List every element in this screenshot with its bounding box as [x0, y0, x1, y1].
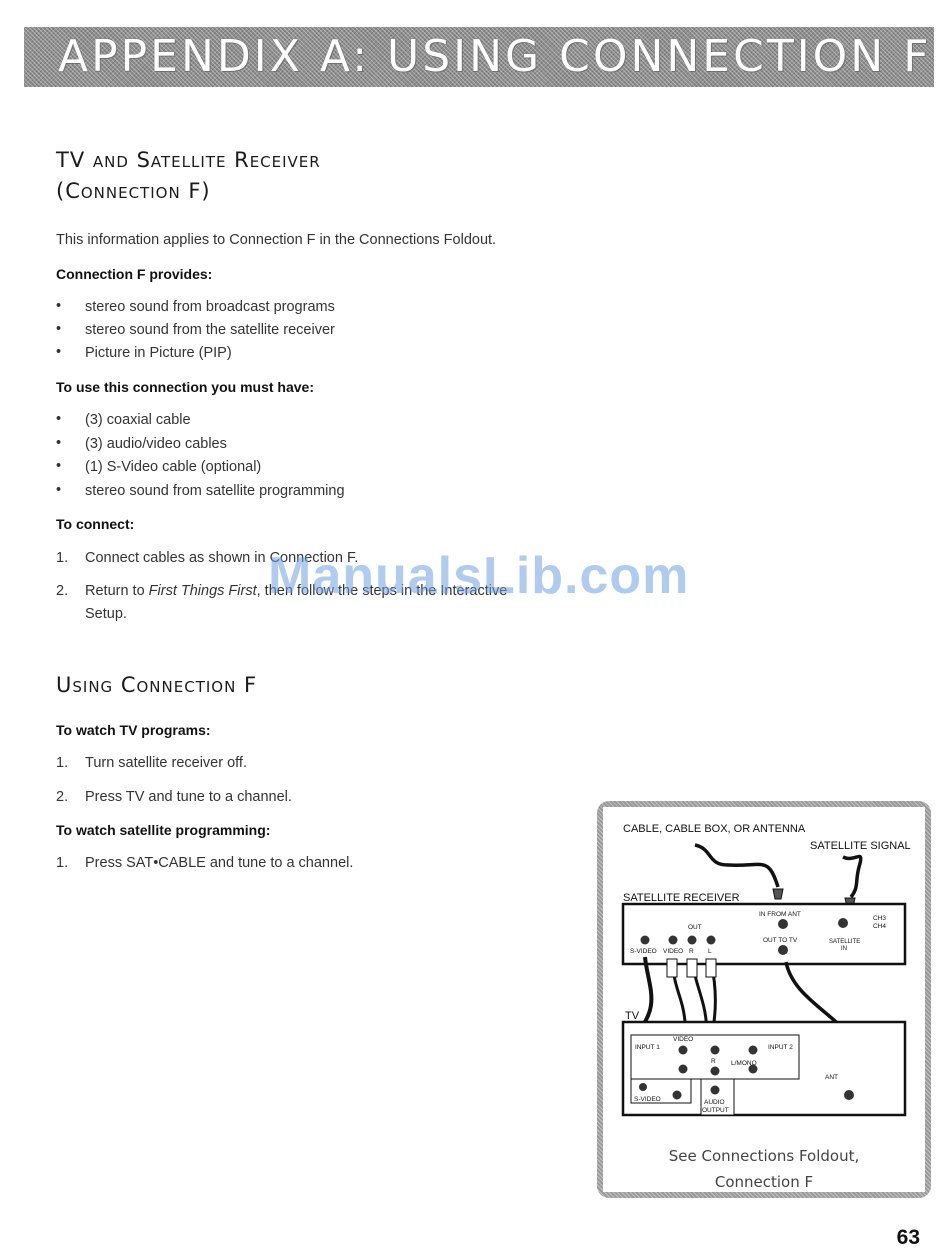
r-label: R	[689, 948, 694, 955]
watch-satellite-heading: To watch satellite programming:	[56, 822, 271, 838]
connection-diagram-svg: CABLE, CABLE BOX, OR ANTENNA SATELLITE S…	[621, 823, 911, 1117]
figure-caption: See Connections Foldout,	[668, 1147, 860, 1165]
in-from-ant-label: IN FROM ANT	[759, 911, 801, 918]
out-to-tv-label: OUT TO TV	[763, 937, 798, 944]
output-label: OUTPUT	[702, 1107, 729, 1114]
section-heading-using-connection-f: Using Connection F	[56, 673, 258, 697]
jack-icon	[678, 1045, 688, 1055]
connection-diagram-frame: CABLE, CABLE BOX, OR ANTENNA SATELLITE S…	[597, 801, 931, 1198]
jack-icon	[748, 1045, 758, 1055]
ch3-label: CH3	[873, 915, 886, 922]
antenna-cable	[694, 843, 780, 888]
jack-icon	[778, 919, 788, 929]
jack-icon	[639, 1083, 647, 1091]
jack-icon	[706, 935, 716, 945]
intro-paragraph: This information applies to Connection F…	[56, 232, 497, 248]
jack-icon	[668, 935, 678, 945]
coax-connector-icon	[772, 888, 784, 900]
section-heading-tv-satellite: TV and Satellite Receiver	[56, 148, 321, 172]
first-things-first-ref: First Things First	[148, 583, 257, 599]
audio-label: AUDIO	[704, 1099, 725, 1106]
input1-label: INPUT 1	[635, 1044, 660, 1051]
banner-title: APPENDIX A: USING CONNECTION F	[58, 31, 932, 82]
plug-icon	[686, 958, 698, 978]
ch4-label: CH4	[873, 923, 886, 930]
receiver-label: SATELLITE RECEIVER	[623, 892, 740, 904]
watch-tv-heading: To watch TV programs:	[56, 722, 211, 738]
tv-svideo-label: S-VIDEO	[634, 1096, 661, 1103]
satellite-receiver-box	[621, 902, 907, 966]
plug-icon	[705, 958, 717, 978]
satellite-signal-label: SATELLITE SIGNAL	[810, 840, 911, 852]
jack-icon	[778, 945, 788, 955]
jack-icon	[672, 1090, 682, 1100]
plug-icon	[666, 958, 678, 978]
satellite-in-label: SATELLITE	[829, 939, 860, 945]
jack-icon	[710, 1085, 720, 1095]
page-number: 63	[896, 1226, 920, 1249]
l-label: L	[708, 948, 712, 955]
watermark: ManualsLib.com	[268, 547, 690, 605]
tv-label: TV	[625, 1010, 640, 1022]
cable-source-label: CABLE, CABLE BOX, OR ANTENNA	[623, 823, 806, 835]
video-label: VIDEO	[663, 948, 683, 955]
provides-heading: Connection F provides:	[56, 266, 213, 282]
tv-video-label: VIDEO	[673, 1036, 693, 1043]
appendix-banner: APPENDIX A: USING CONNECTION F	[24, 27, 934, 87]
l-mono-label: L/MONO	[731, 1060, 757, 1067]
connection-diagram: CABLE, CABLE BOX, OR ANTENNA SATELLITE S…	[603, 807, 925, 1192]
section-heading-connection-f: (Connection F)	[56, 179, 211, 203]
jack-icon	[640, 935, 650, 945]
connect-heading: To connect:	[56, 516, 135, 532]
jack-icon	[687, 935, 697, 945]
jack-icon	[748, 1064, 758, 1074]
svideo-label: S-VIDEO	[630, 948, 657, 955]
audio-output-panel	[700, 1078, 735, 1116]
jack-icon	[710, 1066, 720, 1076]
jack-icon	[678, 1064, 688, 1074]
out-label: OUT	[688, 924, 702, 931]
figure-caption: Connection F	[714, 1173, 814, 1191]
tv-r-label: R	[711, 1058, 716, 1065]
must-have-heading: To use this connection you must have:	[56, 379, 314, 395]
satellite-cable	[842, 854, 863, 899]
jack-icon	[844, 1090, 854, 1100]
jack-icon	[838, 918, 848, 928]
ant-label: ANT	[825, 1074, 838, 1081]
input2-label: INPUT 2	[768, 1044, 793, 1051]
svideo-panel	[630, 1078, 692, 1104]
satellite-in-label: IN	[841, 946, 847, 952]
jack-icon	[710, 1045, 720, 1055]
